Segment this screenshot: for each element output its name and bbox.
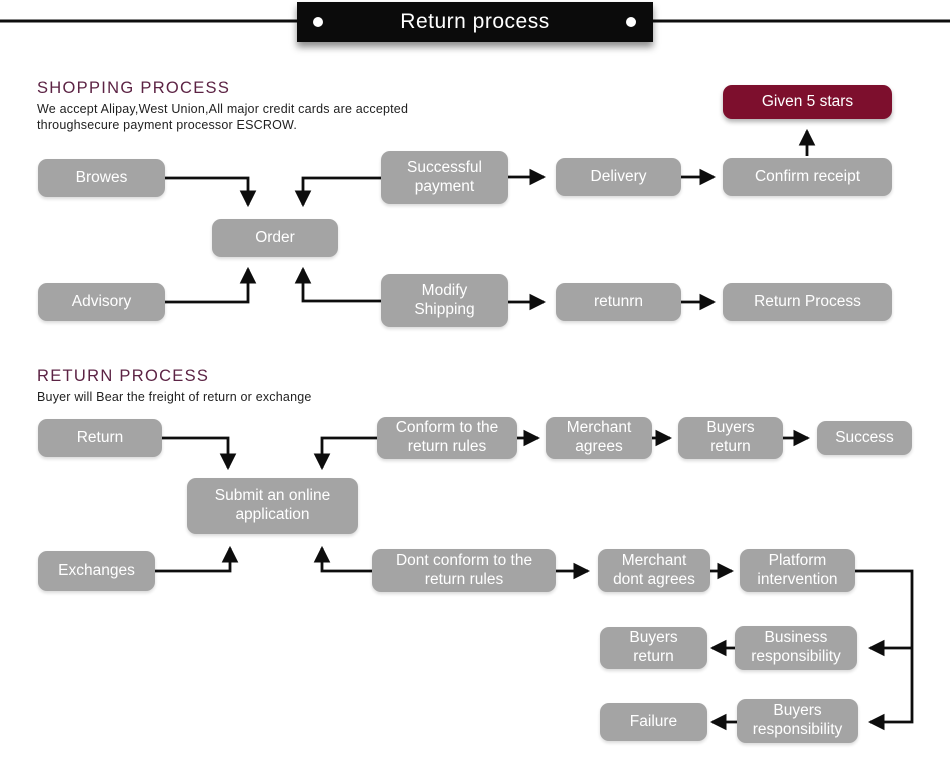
node-return-process: Return Process <box>723 283 892 321</box>
node-dont-conform-rules: Dont conform to the return rules <box>372 549 556 592</box>
shopping-process-desc-line1: We accept Alipay,West Union,All major cr… <box>37 102 409 116</box>
node-buyers-return-top: Buyers return <box>678 417 783 459</box>
node-order: Order <box>212 219 338 257</box>
banner-dot-left-icon <box>313 17 323 27</box>
node-buyers-return-bottom: Buyers return <box>600 627 707 669</box>
node-platform-intervention: Platform intervention <box>740 549 855 592</box>
node-exchanges: Exchanges <box>38 551 155 591</box>
node-given-5-stars: Given 5 stars <box>723 85 892 119</box>
return-process-desc-line1: Buyer will Bear the freight of return or… <box>37 390 312 404</box>
shopping-process-heading: SHOPPING PROCESS <box>37 79 231 97</box>
node-modify-shipping: Modify Shipping <box>381 274 508 327</box>
shopping-process-desc-line2: throughsecure payment processor ESCROW. <box>37 118 297 132</box>
node-successful-payment: Successful payment <box>381 151 508 204</box>
banner-dot-right-icon <box>626 17 636 27</box>
node-merchant-dont-agrees: Merchant dont agrees <box>598 549 710 592</box>
node-failure: Failure <box>600 703 707 741</box>
node-business-responsibility: Business responsibility <box>735 626 857 670</box>
node-confirm-receipt: Confirm receipt <box>723 158 892 196</box>
node-submit-application: Submit an online application <box>187 478 358 534</box>
node-return: Return <box>38 419 162 457</box>
node-merchant-agrees: Merchant agrees <box>546 417 652 459</box>
node-retunrn: retunrn <box>556 283 681 321</box>
node-delivery: Delivery <box>556 158 681 196</box>
node-advisory: Advisory <box>38 283 165 321</box>
title-banner: Return process <box>297 2 653 42</box>
node-conform-rules: Conform to the return rules <box>377 417 517 459</box>
return-process-heading: RETURN PROCESS <box>37 367 210 385</box>
node-browes: Browes <box>38 159 165 197</box>
node-buyers-responsibility: Buyers responsibility <box>737 699 858 743</box>
node-success: Success <box>817 421 912 455</box>
page-title: Return process <box>400 10 550 33</box>
